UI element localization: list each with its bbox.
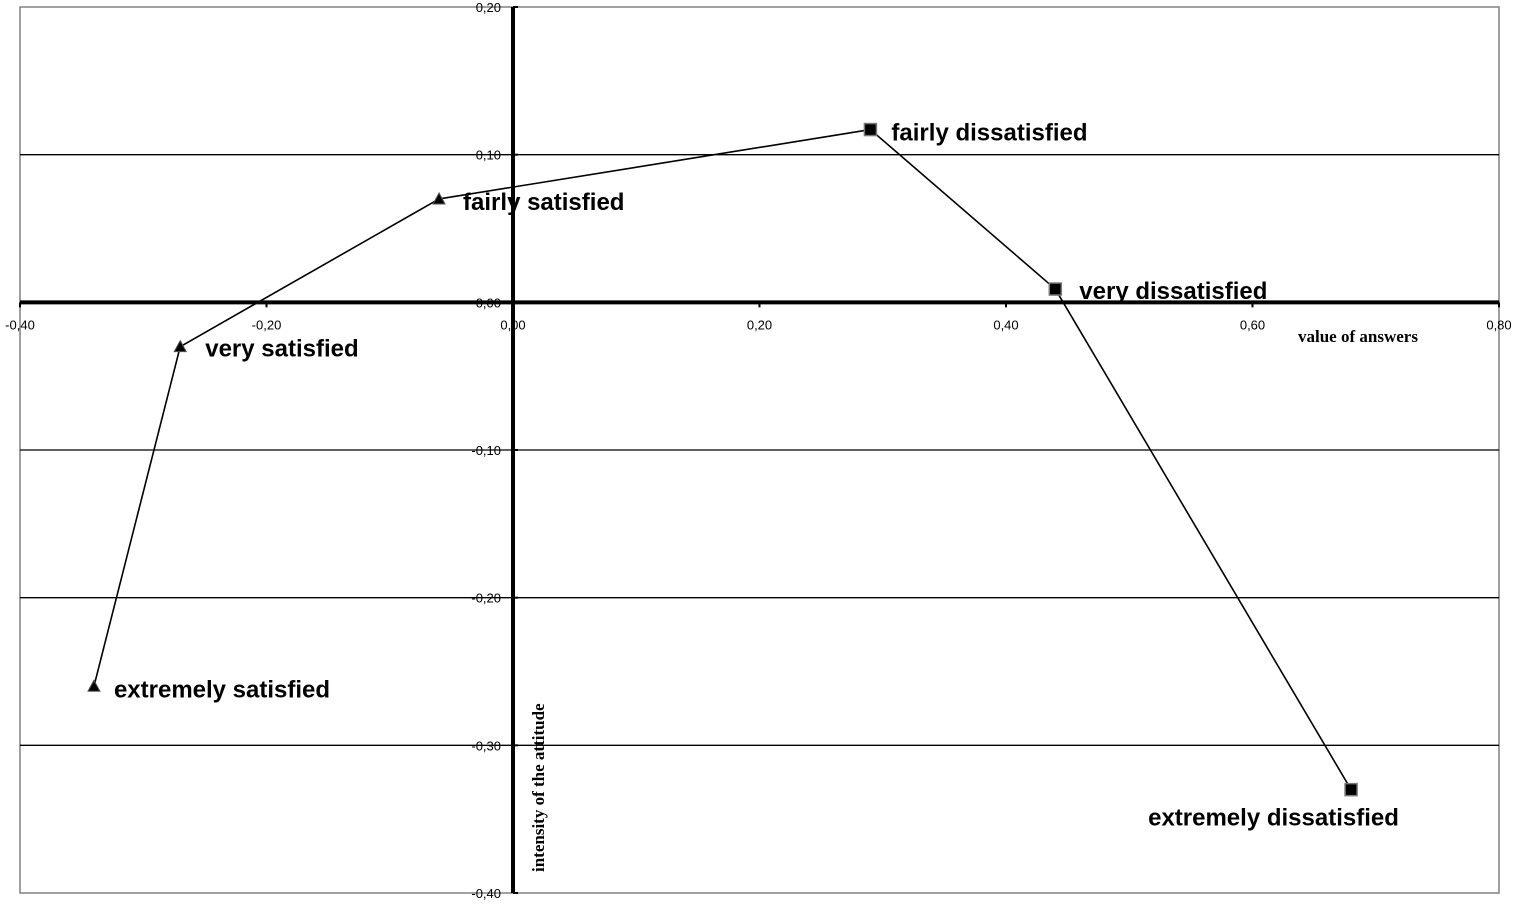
x-tick-label: -0,40 [5,317,35,332]
y-tick-label: -0,10 [471,443,501,458]
y-tick-label: 0,20 [476,0,501,15]
y-tick-label: 0,10 [476,148,501,163]
series-line [869,128,1056,290]
y-tick-label: 0,00 [476,295,501,310]
x-tick-label: 0,80 [1486,317,1511,332]
x-tick-label: 0,20 [747,317,772,332]
y-tick-label: -0,40 [471,886,501,901]
x-tick-label: 0,60 [1240,317,1265,332]
series-line [179,198,440,348]
point-label: extremely dissatisfied [1148,805,1399,832]
y-tick-label: -0,20 [471,591,501,606]
point-label: very dissatisfied [1079,278,1267,305]
square-marker [1048,282,1063,296]
triangle-marker [87,679,101,692]
x-axis-title: value of answers [1298,327,1418,346]
x-tick-label: -0,20 [252,317,282,332]
y-axis-title: intensity of the attitude [529,703,548,872]
square-marker [863,122,878,137]
y-tick-label: -0,30 [471,738,501,753]
square-marker [1344,782,1358,797]
x-tick-label: 0,40 [993,317,1018,332]
series-line [1054,288,1352,791]
point-label: fairly satisfied [463,189,624,216]
series-line [93,346,182,687]
triangle-marker [173,339,188,353]
point-label: very satisfied [205,336,358,363]
triangle-marker [432,191,446,205]
point-label: fairly dissatisfied [891,120,1087,147]
point-label: extremely satisfied [114,676,330,703]
x-tick-label: 0,00 [500,317,525,332]
series-line [438,128,871,200]
